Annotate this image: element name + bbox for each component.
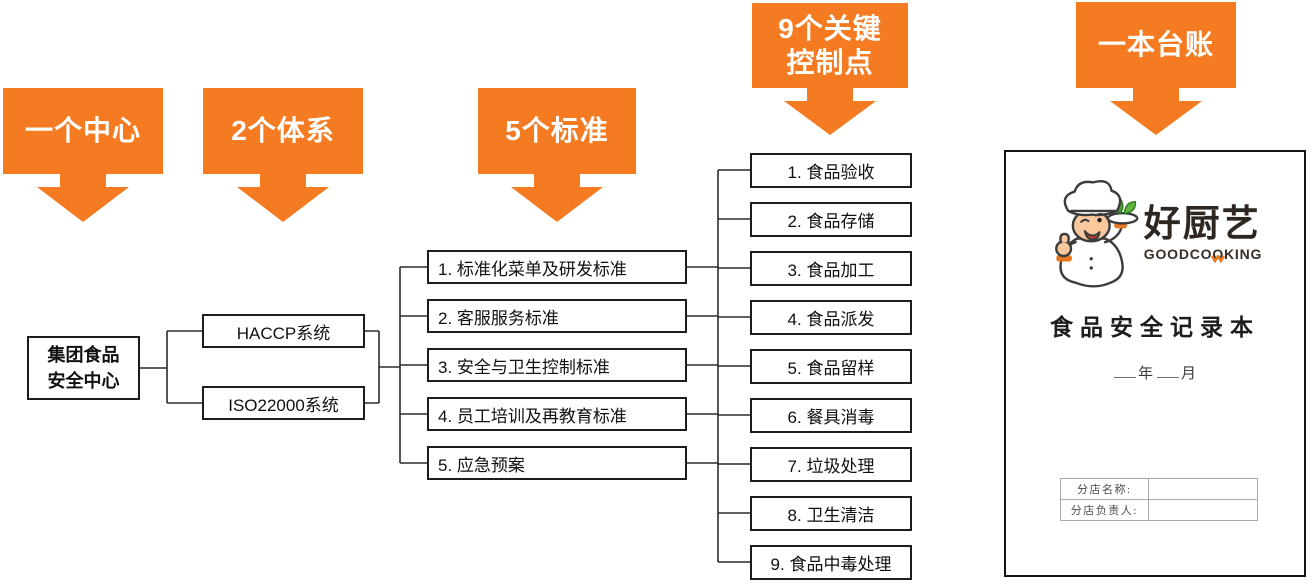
banner-text: 控制点 [786,46,874,78]
node-control-point-9: 9. 食品中毒处理 [750,545,912,580]
node-label: 2. 食品存储 [787,212,875,231]
node-label: 安全中心 [47,371,120,391]
down-arrow-icon [784,88,876,135]
store-manager-label: 分店负责人: [1060,499,1149,521]
node-label: 5. 食品留样 [787,359,875,378]
node-label: 4. 员工培训及再教育标准 [438,406,627,426]
store-name-value-cell [1147,478,1259,500]
banner-one-center: 一个中心 [3,88,163,222]
banner-nine-control-points: 9个关键 控制点 [752,3,908,135]
node-label: ISO22000系统 [228,395,339,415]
ledger-title: 食品安全记录本 [1050,315,1260,340]
banner-text: 一本台账 [1097,29,1214,61]
node-control-point-6: 6. 餐具消毒 [750,398,912,433]
brand-name-en: GOODCOOKING [1143,245,1263,263]
store-name-label: 分店名称: [1060,478,1149,500]
store-manager-value-cell [1147,499,1259,521]
node-label: 8. 卫生清洁 [787,506,875,525]
down-arrow-icon [1110,88,1202,135]
brand-name-cn: 好厨艺 [1143,202,1261,244]
node-control-point-7: 7. 垃圾处理 [750,447,912,482]
banner-label: 2个体系 [203,88,363,174]
node-standard-5: 5. 应急预案 [427,446,687,480]
banner-label: 9个关键 控制点 [752,3,908,88]
store-info-table: 分店名称: 分店负责人: [1060,478,1259,521]
node-control-point-8: 8. 卫生清洁 [750,496,912,531]
down-arrow-icon [237,174,329,222]
node-label: 6. 餐具消毒 [787,408,875,427]
node-standard-4: 4. 员工培训及再教育标准 [427,397,687,431]
brand-name-en-text: GOODCOOKING [1143,245,1263,262]
year-label: 年 [1137,366,1155,382]
node-label: 集团食品 [47,344,120,365]
node-control-point-5: 5. 食品留样 [750,349,912,384]
table-row: 分店名称: [1060,478,1259,500]
down-arrow-icon [37,174,129,222]
year-blank-line [1113,363,1136,378]
node-control-point-3: 3. 食品加工 [750,251,912,286]
node-system-haccp: HACCP系统 [202,314,365,348]
banner-text: 5个标准 [505,115,609,147]
node-label: 1. 标准化菜单及研发标准 [438,259,627,279]
node-label: 1. 食品验收 [787,163,875,182]
node-standard-2: 2. 客服服务标准 [427,299,687,333]
banner-text: 2个体系 [231,115,335,147]
brand-logo: 好厨艺 GOODCOOKING [1006,174,1304,292]
node-label: HACCP系统 [236,323,331,343]
chef-mascot-icon [1054,179,1139,288]
node-standard-1: 1. 标准化菜单及研发标准 [427,250,687,284]
node-control-point-2: 2. 食品存储 [750,202,912,237]
ledger-book-cover: 好厨艺 GOODCOOKING 食品安全记录本 年月 分店名称: 分店负责人: [1004,150,1306,577]
banner-text: 一个中心 [24,115,141,147]
ledger-date-line: 年月 [1006,362,1304,383]
banner-label: 一个中心 [3,88,163,174]
banner-two-systems: 2个体系 [203,88,363,222]
banner-one-ledger: 一本台账 [1076,2,1236,135]
node-standard-3: 3. 安全与卫生控制标准 [427,348,687,382]
down-arrow-icon [511,174,603,222]
node-label: 3. 安全与卫生控制标准 [438,357,610,377]
banner-text: 9个关键 [778,13,882,45]
node-group-food-safety-center: 集团食品 安全中心 [27,336,140,400]
month-blank-line [1157,363,1179,378]
node-label: 3. 食品加工 [787,261,875,280]
node-label: 2. 客服服务标准 [438,308,559,328]
node-label: 7. 垃圾处理 [787,457,875,476]
banner-label: 一本台账 [1076,2,1236,88]
brand-text: 好厨艺 GOODCOOKING [1143,202,1263,263]
node-label: 5. 应急预案 [438,455,525,475]
node-system-iso22000: ISO22000系统 [202,386,365,420]
node-control-point-4: 4. 食品派发 [750,300,912,335]
banner-label: 5个标准 [478,88,636,174]
month-label: 月 [1181,366,1199,382]
brand-accent-mark [1211,250,1226,266]
table-row: 分店负责人: [1060,499,1259,521]
banner-five-standards: 5个标准 [478,88,636,222]
node-label: 9. 食品中毒处理 [770,555,892,574]
node-control-point-1: 1. 食品验收 [750,153,912,188]
node-label: 4. 食品派发 [787,310,875,329]
